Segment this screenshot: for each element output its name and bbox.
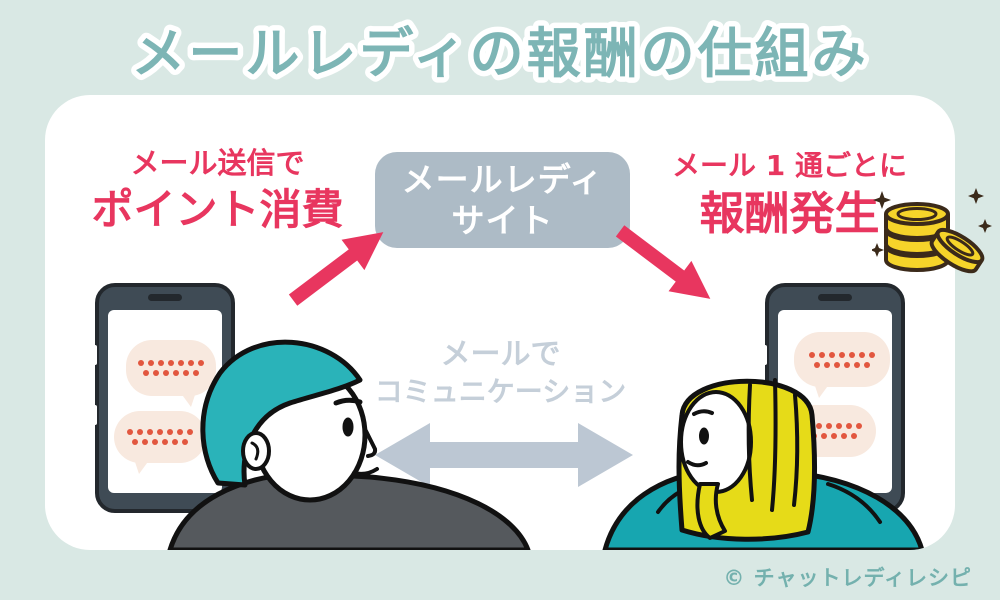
- typing-dots-row: [809, 351, 875, 358]
- typing-dot: [157, 429, 163, 435]
- typing-dot: [167, 429, 173, 435]
- man-ear: [241, 431, 271, 471]
- typing-dot: [816, 423, 822, 429]
- typing-dot: [846, 423, 852, 429]
- phone-speaker: [818, 294, 852, 301]
- woman-eyebrow: [692, 409, 714, 416]
- typing-dot: [137, 429, 143, 435]
- typing-dot: [162, 439, 168, 445]
- man-mouth: [352, 467, 379, 476]
- typing-dot: [854, 361, 860, 368]
- woman-illustration: [602, 378, 925, 550]
- woman-eye: [699, 427, 709, 445]
- communication-label: メールで コミュニケーション: [363, 337, 638, 408]
- man-illustration: [167, 339, 531, 550]
- typing-dot: [839, 351, 845, 358]
- coins-icon: [872, 188, 992, 274]
- phone-side-button: [92, 345, 97, 365]
- typing-dot: [158, 360, 164, 366]
- man-eye: [342, 417, 354, 437]
- typing-dot: [809, 351, 815, 358]
- sparkle-icon: [872, 188, 992, 257]
- man-shirt: [167, 470, 531, 550]
- typing-dot: [138, 360, 144, 366]
- typing-dots-row: [814, 361, 870, 368]
- typing-dot: [142, 439, 148, 445]
- typing-dot: [183, 370, 189, 376]
- typing-dot: [143, 370, 149, 376]
- sender-label-line2: ポイント消費: [91, 185, 344, 235]
- site-box: メールレディ サイト: [375, 152, 630, 248]
- typing-dot: [172, 439, 178, 445]
- copyright-text: © チャットレディレシピ: [723, 566, 972, 590]
- typing-dot: [819, 351, 825, 358]
- double-arrow-icon: [375, 423, 633, 487]
- typing-dot: [824, 361, 830, 368]
- typing-dot: [187, 429, 193, 435]
- phone-side-button: [762, 345, 767, 365]
- site-box-line2: サイト: [451, 201, 554, 240]
- reward-label-line2: 報酬発生: [699, 187, 880, 241]
- typing-dot: [856, 423, 862, 429]
- typing-dot: [844, 361, 850, 368]
- typing-dot: [178, 360, 184, 366]
- typing-dot: [173, 370, 179, 376]
- reward-label-line1: メール 1 通ごとに: [672, 149, 907, 182]
- communication-label-line2: コミュニケーション: [374, 374, 627, 408]
- sender-label: メール送信で ポイント消費: [85, 146, 350, 235]
- typing-dot: [152, 439, 158, 445]
- typing-dots-row: [143, 370, 199, 376]
- communication-label-line1: メールで: [440, 337, 561, 372]
- typing-dot: [829, 351, 835, 358]
- typing-dot: [864, 361, 870, 368]
- up-right-arrow-icon: [288, 232, 384, 306]
- typing-dot: [821, 433, 827, 439]
- chat-bubble: [794, 332, 890, 398]
- page-title: メールレディの報酬の仕組み: [126, 17, 871, 91]
- typing-dot: [182, 439, 188, 445]
- woman-face: [679, 390, 753, 494]
- chat-bubble: [114, 411, 206, 474]
- typing-dot: [841, 433, 847, 439]
- typing-dot: [163, 370, 169, 376]
- phone-speaker: [148, 294, 182, 301]
- typing-dot: [831, 433, 837, 439]
- diagram-card: メール送信で ポイント消費 メールレディ サイト メール 1 通ごとに 報酬発生: [45, 95, 955, 550]
- typing-dot: [193, 370, 199, 376]
- typing-dot: [834, 361, 840, 368]
- sender-label-line1: メール送信で: [130, 146, 305, 180]
- man-nose: [364, 429, 378, 458]
- typing-dot: [177, 429, 183, 435]
- phone-screen: [108, 310, 222, 493]
- typing-dot: [849, 351, 855, 358]
- down-right-arrow-icon: [615, 225, 711, 299]
- typing-dot: [836, 423, 842, 429]
- typing-dot: [814, 361, 820, 368]
- typing-dots-row: [132, 439, 188, 445]
- typing-dot: [127, 429, 133, 435]
- site-box-line1: メールレディ: [401, 159, 604, 199]
- typing-dot: [168, 360, 174, 366]
- typing-dot: [188, 360, 194, 366]
- typing-dot: [826, 423, 832, 429]
- chat-bubble: [126, 340, 216, 396]
- typing-dot: [859, 351, 865, 358]
- typing-dot: [147, 429, 153, 435]
- typing-dot: [153, 370, 159, 376]
- page-title-text: メールレディの報酬の仕組み: [131, 22, 868, 85]
- typing-dot: [148, 360, 154, 366]
- reward-label: メール 1 通ごとに 報酬発生: [637, 149, 942, 241]
- typing-dot: [869, 351, 875, 358]
- typing-dots-row: [127, 429, 193, 435]
- man-eyebrow: [333, 397, 363, 406]
- typing-dots-row: [138, 360, 204, 366]
- phone-side-button: [92, 405, 97, 425]
- woman-mouth: [686, 460, 708, 468]
- woman-hair-strand: [695, 482, 727, 540]
- typing-dot: [851, 433, 857, 439]
- typing-dot: [198, 360, 204, 366]
- typing-dot: [132, 439, 138, 445]
